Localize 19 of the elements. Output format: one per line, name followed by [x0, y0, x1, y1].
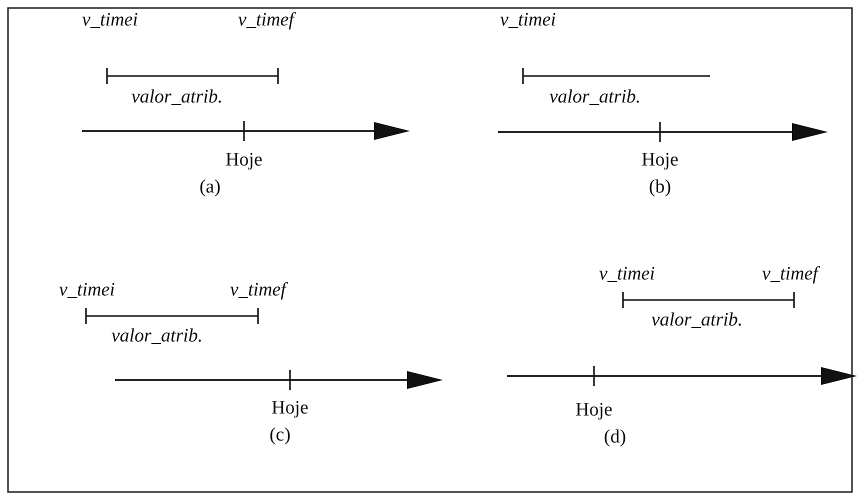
variable-name: v_timei — [500, 10, 556, 30]
variable-name: v_timei — [59, 280, 115, 300]
interval-label: valor_atrib. — [131, 88, 223, 106]
variable-name: v_timei — [599, 264, 655, 284]
panel-label: (b) — [648, 178, 672, 196]
axis-label: Hoje — [226, 150, 262, 170]
panel-label: (a) — [199, 178, 221, 196]
variable-name: v_timef — [238, 10, 294, 30]
panel-label: (d) — [604, 428, 626, 446]
variable-name: v_timei — [82, 10, 138, 30]
variable-name: v_timef — [762, 264, 818, 284]
axis-label: Hoje — [642, 150, 678, 170]
interval-label: valor_atrib. — [651, 310, 743, 330]
interval-label: valor_atrib. — [111, 326, 203, 346]
interval-label: valor_atrib. — [549, 88, 641, 106]
axis-label: Hoje — [576, 400, 612, 420]
panel-label: (c) — [269, 426, 291, 444]
axis-label: Hoje — [272, 398, 308, 418]
variable-name: v_timef — [230, 280, 286, 300]
